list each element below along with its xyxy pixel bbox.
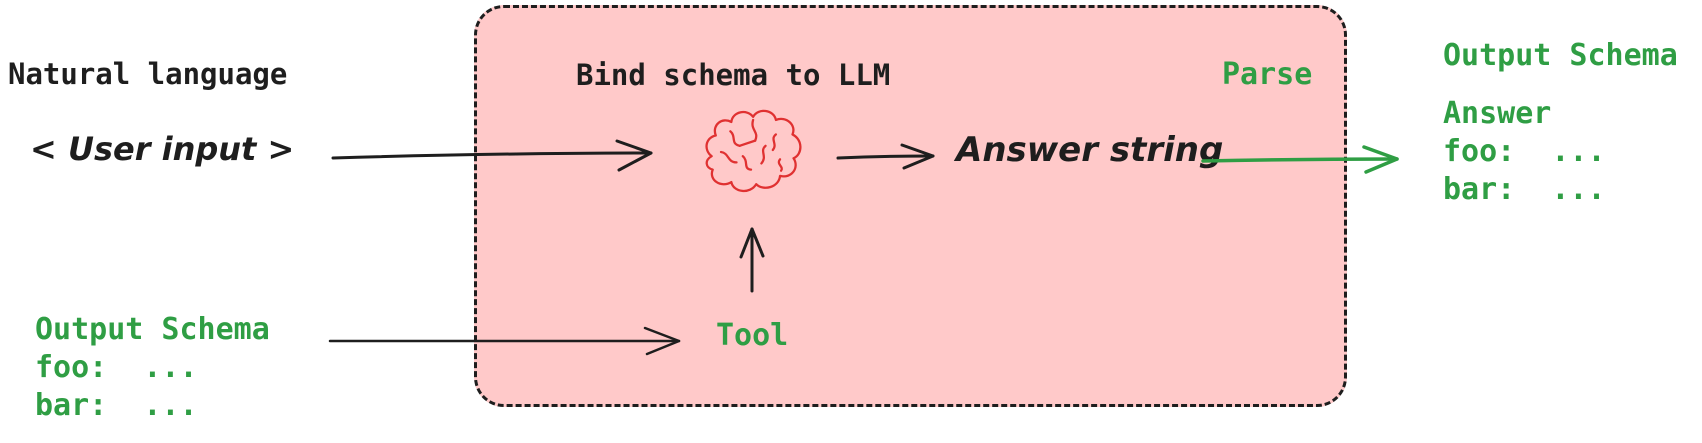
answer-string-label: Answer string	[956, 130, 1224, 170]
user-input-label: < User input >	[30, 130, 295, 168]
output-bar-line: bar: ...	[1443, 172, 1606, 207]
natural-language-label: Natural language	[8, 57, 288, 91]
tool-label: Tool	[716, 318, 789, 353]
bind-schema-title: Bind schema to LLM	[576, 58, 891, 92]
output-foo-line: foo: ...	[1443, 134, 1606, 169]
input-schema-title: Output Schema	[35, 312, 270, 347]
output-answer-label: Answer	[1443, 96, 1552, 131]
output-schema-title: Output Schema	[1443, 38, 1678, 73]
parse-label: Parse	[1222, 57, 1313, 92]
input-schema-bar-line: bar: ...	[35, 388, 198, 423]
input-schema-foo-line: foo: ...	[35, 350, 198, 385]
